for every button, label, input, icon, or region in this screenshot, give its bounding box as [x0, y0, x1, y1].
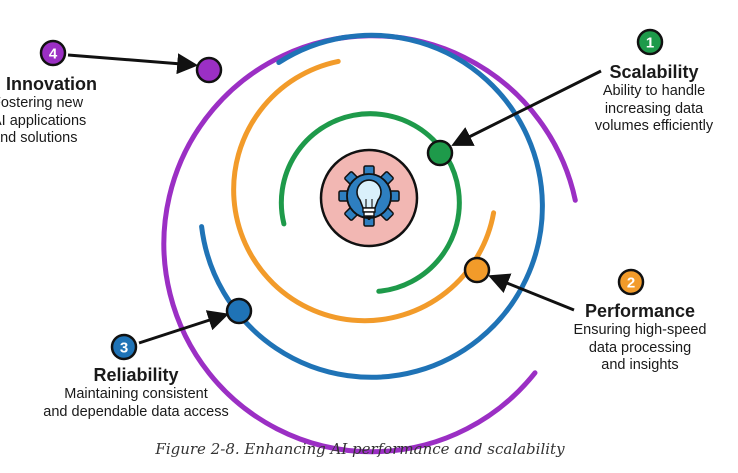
svg-text:4: 4	[49, 46, 58, 63]
performance-ring-arc	[231, 58, 497, 324]
scalability-description: Ability to handle increasing data volume…	[594, 83, 714, 134]
performance-number-badge: 2	[617, 268, 645, 296]
reliability-title: Reliability	[93, 365, 179, 385]
innovation-label: Innovation Fostering new AI applications…	[0, 73, 112, 148]
innovation-ring-arc	[161, 33, 578, 455]
performance-ring-marker	[463, 256, 491, 284]
reliability-ring-marker	[225, 297, 253, 325]
reliability-description: Maintaining consistent and dependable da…	[43, 386, 229, 420]
scalability-ring-marker	[426, 139, 454, 167]
reliability-arrow	[138, 310, 229, 345]
reliability-ring-arc	[199, 32, 545, 380]
scalability-ring-arc	[278, 111, 462, 294]
figure-caption: Figure 2-8. Enhancing AI performance and…	[155, 440, 565, 458]
gear-lightbulb-icon	[338, 165, 400, 227]
svg-text:1: 1	[646, 35, 654, 52]
innovation-description: Fostering new AI applications and soluti…	[0, 95, 87, 146]
performance-arrow	[488, 273, 575, 312]
performance-description: Ensuring high-speed data processing and …	[573, 322, 707, 373]
innovation-ring-marker	[195, 56, 223, 84]
innovation-title: Innovation	[6, 74, 97, 94]
performance-title: Performance	[584, 301, 696, 321]
scalability-number-badge: 1	[636, 28, 664, 56]
innovation-arrow	[67, 53, 199, 75]
performance-label: Performance Ensuring high-speed data pro…	[545, 300, 735, 375]
scalability-arrow	[451, 69, 602, 146]
innovation-number-badge: 4	[39, 39, 67, 67]
scalability-label: Scalability Ability to handle increasing…	[574, 61, 734, 136]
reliability-label: Reliability Maintaining consistent and d…	[36, 364, 236, 421]
svg-text:2: 2	[627, 275, 635, 292]
scalability-title: Scalability	[609, 62, 699, 82]
svg-text:3: 3	[120, 340, 128, 357]
reliability-number-badge: 3	[110, 333, 138, 361]
